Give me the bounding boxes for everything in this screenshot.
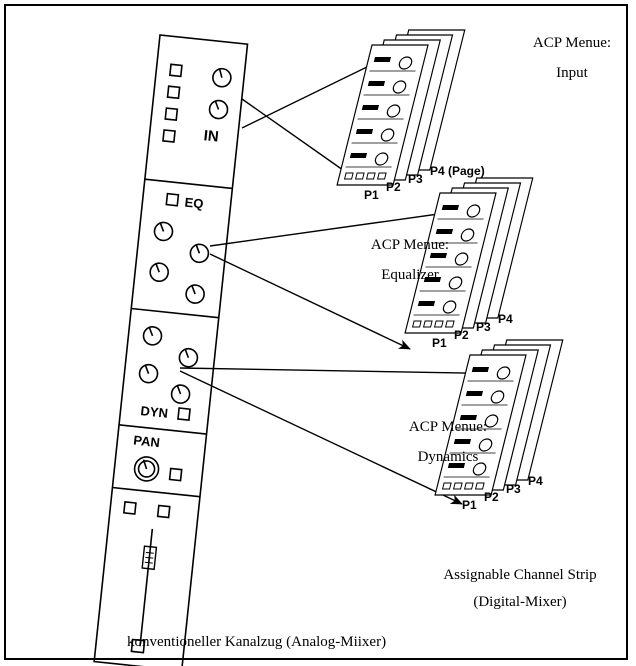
fader-button-2[interactable]: [156, 504, 171, 519]
eq-section-label: EQ: [184, 195, 204, 212]
eq-section: EQ: [149, 192, 210, 304]
page-label-input-p2: P2: [386, 180, 401, 194]
page-label-equalizer-p2: P2: [454, 328, 469, 342]
in-section-label: IN: [203, 127, 220, 145]
caption-assignable-line2: (Digital-Mixer): [473, 594, 566, 610]
page-label-dynamics-p1: P1: [462, 498, 477, 512]
diagram-frame: [4, 4, 628, 660]
dyn-section: DYN: [138, 326, 199, 422]
menu-page-1[interactable]: [434, 354, 527, 496]
pan-button[interactable]: [168, 467, 183, 482]
arrow-dyn-to-dynamics-bottom: [179, 370, 463, 505]
menu-page-1[interactable]: [336, 44, 429, 186]
arrow-eq-to-equalizer-bottom: [209, 253, 411, 350]
page-stack-input: [336, 29, 466, 186]
menu-equalizer-title-line1: ACP Menue:: [371, 237, 449, 253]
eq-knob-2[interactable]: [189, 243, 210, 264]
dyn-button[interactable]: [177, 407, 191, 422]
dyn-knob-3[interactable]: [138, 363, 159, 384]
menu-input-title-line1: ACP Menue:: [533, 35, 611, 51]
fader-track: [139, 528, 154, 647]
in-button-4[interactable]: [162, 129, 176, 143]
arrow-dyn-to-dynamics-top: [179, 367, 518, 379]
strip-outline: [93, 34, 249, 666]
page-label-equalizer-p1: P1: [432, 336, 447, 350]
arrow-in-to-input-bottom: [241, 98, 361, 183]
eq-knob-1[interactable]: [153, 221, 174, 242]
page-label-equalizer-p3: P3: [476, 320, 491, 334]
page-stack-equalizer: [404, 177, 534, 334]
dyn-knob-2[interactable]: [178, 347, 199, 368]
page-label-input-p4: P4 (Page): [430, 164, 485, 178]
pan-knob[interactable]: [133, 456, 160, 482]
page-label-dynamics-p2: P2: [484, 490, 499, 504]
menu-page-1[interactable]: [404, 192, 497, 334]
menu-dynamics-title-line2: Dynamics: [418, 449, 479, 465]
in-knob-2[interactable]: [208, 99, 229, 120]
fader-section: [122, 501, 171, 654]
caption-assignable-line1: Assignable Channel Strip: [443, 567, 596, 583]
in-knob-1[interactable]: [212, 67, 232, 88]
dyn-section-label: DYN: [140, 403, 169, 421]
menu-input-title-line2: Input: [556, 65, 588, 81]
dyn-knob-4[interactable]: [170, 384, 191, 404]
analog-channel-strip: IN EQ DYN: [93, 34, 249, 666]
arrow-eq-to-equalizer-top: [209, 205, 475, 247]
pan-section: PAN: [133, 432, 183, 482]
fader-button-1[interactable]: [122, 501, 137, 515]
in-section: IN: [162, 63, 232, 146]
caption-conventional: konventioneller Kanalzug (Analog-Miixer): [127, 634, 386, 650]
mute-button[interactable]: [130, 638, 146, 654]
eq-knob-3[interactable]: [149, 262, 169, 283]
eq-knob-4[interactable]: [185, 284, 205, 304]
page-label-input-p1: P1: [364, 188, 379, 202]
page-label-dynamics-p3: P3: [506, 482, 521, 496]
in-button-1[interactable]: [168, 63, 183, 78]
menu-titles: ACP Menue: Input ACP Menue: Equalizer AC…: [371, 35, 611, 465]
menu-dynamics-title-line1: ACP Menue:: [409, 419, 487, 435]
menu-equalizer-title-line2: Equalizer: [381, 267, 438, 283]
page-label-dynamics-p4: P4: [528, 474, 543, 488]
page-stack-dynamics: [434, 339, 564, 496]
page-label-input-p3: P3: [408, 172, 423, 186]
page-label-equalizer-p4: P4: [498, 312, 513, 326]
eq-button[interactable]: [165, 192, 180, 207]
dyn-knob-1[interactable]: [142, 326, 163, 346]
pan-section-label: PAN: [133, 432, 161, 450]
in-button-2[interactable]: [166, 85, 181, 100]
fader-knob[interactable]: [141, 545, 158, 571]
in-button-3[interactable]: [164, 107, 179, 122]
